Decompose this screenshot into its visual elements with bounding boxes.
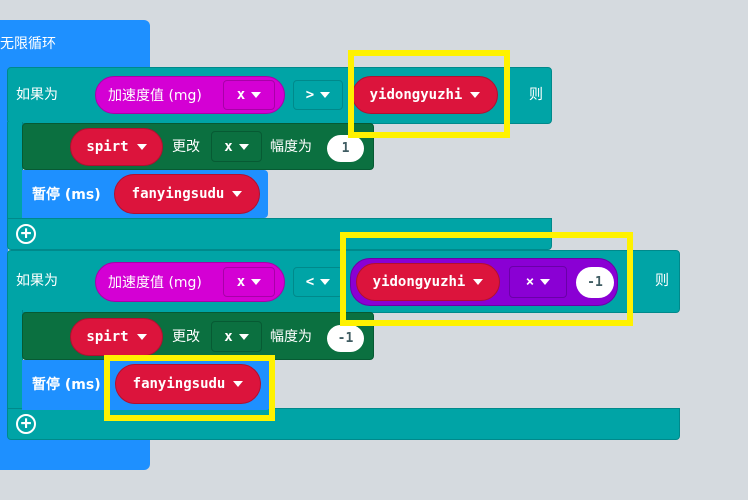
variable-name: yidongyuzhi <box>369 87 463 103</box>
change-value-input[interactable]: -1 <box>327 325 364 352</box>
pause-label: 暂停 (ms) <box>32 187 101 203</box>
if-block-2-rail <box>7 310 23 412</box>
multiplier-input[interactable]: -1 <box>576 267 614 298</box>
pause-label: 暂停 (ms) <box>32 377 101 393</box>
acceleration-label: 加速度值 (mg) <box>108 275 202 291</box>
sprite-name: spirt <box>86 329 129 345</box>
by-label: 幅度为 <box>270 139 312 155</box>
dropdown-arrow-icon <box>136 144 147 150</box>
change-label: 更改 <box>172 139 200 155</box>
variable-fanyingsudu[interactable]: fanyingsudu <box>115 364 261 404</box>
add-else-plus-icon[interactable]: + <box>16 224 36 244</box>
if-label: 如果为 <box>16 87 58 103</box>
forever-rail <box>0 66 8 446</box>
variable-name: fanyingsudu <box>132 376 226 392</box>
dropdown-arrow-icon <box>470 92 481 98</box>
operator-value: > <box>305 87 315 103</box>
dropdown-arrow-icon <box>232 191 243 197</box>
change-value-input[interactable]: 1 <box>327 135 364 162</box>
math-operator-value: × <box>525 274 535 290</box>
dropdown-arrow-icon <box>238 333 249 340</box>
dropdown-arrow-icon <box>136 334 147 340</box>
dropdown-arrow-icon <box>251 92 262 98</box>
property-dropdown[interactable]: x <box>211 321 262 352</box>
operator-dropdown[interactable]: < <box>293 267 343 297</box>
axis-dropdown[interactable]: x <box>223 80 275 110</box>
axis-value: x <box>236 274 246 290</box>
dropdown-arrow-icon <box>251 279 262 285</box>
axis-dropdown[interactable]: x <box>223 267 275 297</box>
highlight-box <box>340 232 633 326</box>
sprite-name: spirt <box>86 139 129 155</box>
axis-value: x <box>236 87 246 103</box>
property-value: x <box>224 328 233 345</box>
variable-yidongyuzhi[interactable]: yidongyuzhi <box>352 76 498 114</box>
variable-fanyingsudu[interactable]: fanyingsudu <box>114 174 260 214</box>
highlight-box <box>104 355 275 421</box>
forever-footer <box>0 438 150 470</box>
forever-label: 无限循环 <box>0 36 56 52</box>
then-label: 则 <box>529 87 543 103</box>
if-label: 如果为 <box>16 273 58 289</box>
dropdown-arrow-icon <box>320 92 331 98</box>
variable-yidongyuzhi[interactable]: yidongyuzhi <box>356 263 500 301</box>
dropdown-arrow-icon <box>540 279 551 285</box>
operator-dropdown[interactable]: > <box>293 80 343 110</box>
dropdown-arrow-icon <box>238 143 249 150</box>
acceleration-label: 加速度值 (mg) <box>108 88 202 104</box>
variable-name: yidongyuzhi <box>372 274 466 290</box>
forever-block[interactable] <box>0 20 150 68</box>
if-block-1-rail <box>7 122 23 222</box>
acceleration-block[interactable]: 加速度值 (mg) <box>95 76 285 114</box>
change-label: 更改 <box>172 329 200 345</box>
property-value: x <box>224 138 233 155</box>
by-label: 幅度为 <box>270 329 312 345</box>
dropdown-arrow-icon <box>320 279 331 285</box>
highlight-box <box>348 50 510 138</box>
property-dropdown[interactable]: x <box>211 131 262 162</box>
sprite-variable[interactable]: spirt <box>70 318 163 356</box>
sprite-variable[interactable]: spirt <box>70 128 163 166</box>
then-label: 则 <box>655 273 669 289</box>
add-else-plus-icon[interactable]: + <box>16 414 36 434</box>
if-block-2-footer <box>7 408 680 440</box>
dropdown-arrow-icon <box>233 381 244 387</box>
operator-value: < <box>305 274 315 290</box>
variable-name: fanyingsudu <box>131 186 225 202</box>
math-operator-dropdown[interactable]: × <box>509 266 567 298</box>
dropdown-arrow-icon <box>473 279 484 285</box>
